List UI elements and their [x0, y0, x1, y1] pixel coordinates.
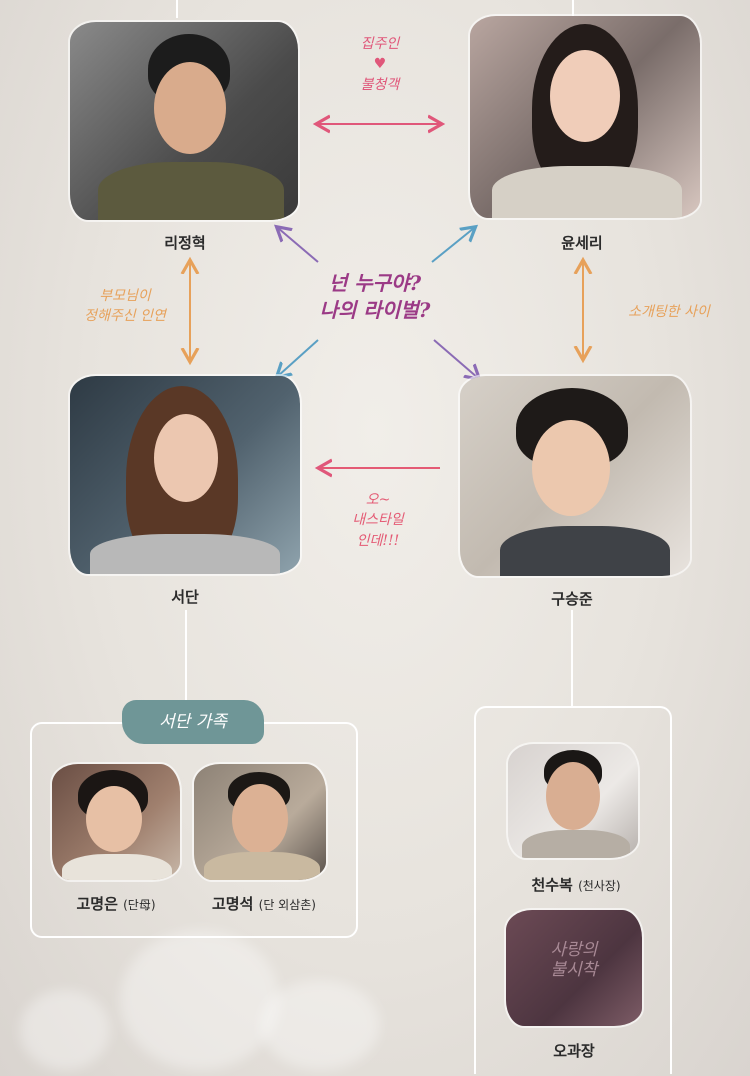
connector-line — [571, 610, 573, 706]
member-name: 고명석 — [212, 895, 254, 913]
drama-logo-line2: 불시착 — [550, 960, 598, 981]
connector-line — [572, 0, 574, 18]
arrow-center-sw — [278, 339, 319, 376]
relation-left-line1: 부모님이 — [99, 288, 151, 304]
arrow-center-nw — [278, 228, 319, 263]
portrait-go-myeongeun — [52, 764, 180, 880]
bokeh-light — [260, 980, 380, 1070]
name-yoon-seri: 윤세리 — [561, 234, 603, 252]
relation-center-line1: 넌 누구야? — [328, 271, 422, 295]
bokeh-light — [120, 930, 280, 1070]
name-gu-seungjun: 구승준 — [551, 590, 593, 608]
seodan-family-tag: 서단 가족 — [122, 700, 264, 744]
portrait-gu-seungjun — [460, 376, 690, 576]
member-role: (단母) — [123, 898, 156, 912]
bokeh-light — [20, 990, 110, 1070]
heart-icon: ♥ — [373, 56, 387, 73]
drama-logo-line1: 사랑의 — [550, 940, 598, 960]
portrait-go-myeongseok — [194, 764, 326, 880]
name-seo-dan: 서단 — [171, 588, 199, 606]
member-go-myeongseok: 고명석 (단 외삼촌) — [184, 893, 344, 914]
member-name: 고명은 — [76, 895, 118, 913]
name-ri-jeonghyeok: 리정혁 — [164, 234, 206, 252]
relation-bottom-line1: 오~ — [365, 492, 391, 508]
gu-side-box — [474, 706, 672, 1074]
member-go-myeongeun: 고명은 (단母) — [36, 893, 196, 914]
portrait-yoon-seri — [470, 16, 700, 218]
portrait-ri-jeonghyeok — [70, 22, 298, 220]
relation-top-line2: 불청객 — [360, 76, 400, 93]
member-name: 천수복 — [531, 876, 573, 894]
relation-top-line1: 집주인 — [360, 36, 400, 52]
relation-center-label: 넌 누구야? 나의 라이벌? — [300, 270, 450, 324]
member-oh-gwajang: 오과장 — [494, 1040, 654, 1061]
portrait-seo-dan — [70, 376, 300, 574]
relation-bottom-line2: 내스타일 — [352, 512, 404, 529]
connector-line — [176, 0, 178, 18]
relation-bottom-line3: 인데!!! — [356, 532, 400, 549]
logo-placeholder-oh-gwajang: 사랑의 불시착 — [506, 910, 642, 1026]
member-role: (천사장) — [578, 879, 621, 893]
member-role: (단 외삼촌) — [258, 898, 316, 912]
relation-center-line2: 나의 라이벌? — [319, 298, 431, 322]
relation-top-label: 집주인 ♥ 불청객 — [330, 34, 430, 95]
relation-left-label: 부모님이 정해주신 인연 — [60, 286, 190, 327]
drama-logo: 사랑의 불시착 — [506, 940, 642, 981]
arrow-center-ne — [431, 228, 474, 263]
connector-line — [185, 610, 187, 722]
member-cheon-subok: 천수복 (천사장) — [496, 874, 656, 895]
arrow-center-se — [433, 339, 478, 378]
portrait-cheon-subok — [508, 744, 638, 858]
relation-right-label: 소개팅한 사이 — [628, 304, 710, 320]
relation-left-line2: 정해주신 인연 — [84, 308, 166, 325]
member-name: 오과장 — [553, 1042, 595, 1060]
relation-bottom-label: 오~ 내스타일 인데!!! — [318, 490, 438, 551]
